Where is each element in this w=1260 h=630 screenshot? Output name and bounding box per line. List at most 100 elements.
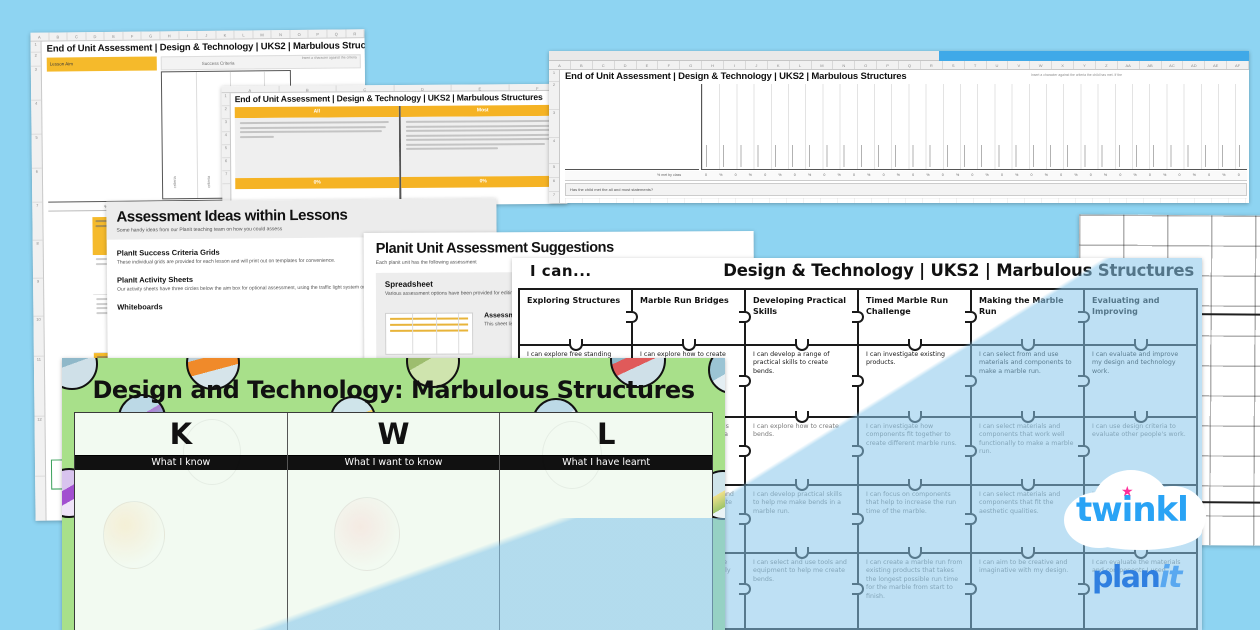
kwl-letter: W xyxy=(377,417,410,451)
puzzle-column-timed-marble-run-challenge[interactable]: Timed Marble Run Challenge I can investi… xyxy=(859,290,977,628)
col-letter: O xyxy=(290,29,309,39)
puzzle-heading: Developing Practical Skills xyxy=(753,296,847,316)
puzzle-statement-cell: I can select and use tools and equipment… xyxy=(746,554,864,624)
puzzle-column-developing-practical-skills[interactable]: Developing Practical Skills I can develo… xyxy=(746,290,864,628)
kwl-table: K What I know W What I want to know L Wh… xyxy=(74,412,713,630)
puzzle-heading-cell: Timed Marble Run Challenge xyxy=(859,290,977,351)
doc3-aim-area xyxy=(565,84,699,170)
kwl-caption: What I want to know xyxy=(287,455,500,470)
col-letter: G xyxy=(141,31,161,40)
col-letter: K xyxy=(216,30,235,39)
planit-plan-text: plan xyxy=(1092,560,1161,595)
col-letter: H xyxy=(160,31,180,40)
puzzle-statement-cell: I can develop practical skills to help m… xyxy=(746,486,864,559)
criteria-column-all: All 0% xyxy=(234,105,402,207)
puzzle-statement: I can investigate existing products. xyxy=(866,351,945,367)
puzzle-heading: Exploring Structures xyxy=(527,296,621,305)
puzzle-statement-cell: I can develop a range of practical skill… xyxy=(746,346,864,423)
puzzle-statement-cell: I can explore how to create bends. xyxy=(746,418,864,491)
brand-logos: twinkl ★ planit xyxy=(1064,466,1254,626)
doc2-title: End of Unit Assessment | Design & Techno… xyxy=(234,91,543,105)
puzzle-statement: I can explore how to create bends. xyxy=(753,423,839,439)
col-letter: E xyxy=(104,31,124,40)
col-letter: B xyxy=(49,32,68,41)
puzzle-heading-cell: Exploring Structures xyxy=(520,290,638,351)
puzzle-statement-cell: I can investigate existing products. xyxy=(859,346,977,423)
puzzle-statement: I can focus on components that help to i… xyxy=(866,491,957,515)
criteria-column-most: Most 0% xyxy=(400,104,566,205)
puzzle-statement-cell: I can evaluate and improve my design and… xyxy=(1085,346,1196,423)
col-letter: P xyxy=(308,29,328,38)
puzzle-heading-cell: Making the Marble Run xyxy=(972,290,1090,351)
criteria-all-body xyxy=(234,116,400,179)
puzzle-heading: Evaluating and Improving xyxy=(1092,296,1160,316)
puzzle-statement: I can create a marble run from existing … xyxy=(866,559,963,600)
unit-suggestions-title: Planit Unit Assessment Suggestions xyxy=(375,239,614,257)
col-letter: M xyxy=(253,30,272,39)
col-letter: I xyxy=(178,31,198,40)
document-kwl-chart[interactable]: Design and Technology: Marbulous Structu… xyxy=(62,358,725,630)
puzzle-heading-cell: Evaluating and Improving xyxy=(1085,290,1196,351)
doc3-lower-grid xyxy=(565,198,1247,203)
puzzle-statement-cell: I can create a marble run from existing … xyxy=(859,554,977,624)
col-letter: A xyxy=(30,32,50,41)
doc3-hint: Insert a character against the criteria … xyxy=(1031,73,1123,77)
criteria-most-percent: 0% xyxy=(401,175,566,188)
assessment-ideas-title: Assessment Ideas within Lessons xyxy=(116,206,348,226)
col-letter: F xyxy=(123,31,142,40)
puzzle-statement: I can investigate how components fit tog… xyxy=(866,423,957,447)
cloud-shape xyxy=(1064,466,1214,550)
planit-logo[interactable]: planit xyxy=(1092,560,1182,595)
i-can-unit-title: Design & Technology | UKS2 | Marbulous S… xyxy=(723,261,1194,280)
puzzle-heading-cell: Marble Run Bridges xyxy=(633,290,751,351)
puzzle-statement: I can use design criteria to evaluate ot… xyxy=(1092,423,1186,439)
doc1-title: End of Unit Assessment | Design & Techno… xyxy=(46,40,370,55)
kwl-caption: What I know xyxy=(75,455,287,470)
puzzle-statement: I can evaluate and improve my design and… xyxy=(1092,351,1179,375)
kwl-column-l[interactable]: L What I have learnt xyxy=(500,413,713,630)
kwl-write-area[interactable] xyxy=(288,471,500,630)
criteria-most-body xyxy=(400,115,566,177)
col-letter: C xyxy=(67,32,87,41)
col-letter: N xyxy=(271,30,291,39)
star-icon: ★ xyxy=(1121,483,1134,499)
puzzle-statement-cell: I can select from and use materials and … xyxy=(972,346,1090,423)
kwl-write-area[interactable] xyxy=(500,421,712,630)
kwl-letter: K xyxy=(169,417,193,451)
criteria-all-percent: 0% xyxy=(235,176,400,190)
doc3-title: End of Unit Assessment | Design & Techno… xyxy=(565,71,907,82)
kwl-column-w[interactable]: W What I want to know xyxy=(287,413,501,630)
doc3-question-row: Has the child met the all and most state… xyxy=(565,183,1247,196)
puzzle-statement: I can aim to be creative and imaginative… xyxy=(979,559,1069,575)
planit-it-text: it xyxy=(1159,560,1182,595)
puzzle-statement-cell: I can focus on components that help to i… xyxy=(859,486,977,559)
puzzle-statement: I can select materials and components th… xyxy=(979,491,1061,515)
kwl-caption: What I have learnt xyxy=(500,455,713,470)
puzzle-statement: I can select and use tools and equipment… xyxy=(753,559,847,583)
puzzle-heading: Marble Run Bridges xyxy=(640,296,729,305)
mini-spreadsheet-thumb xyxy=(385,312,474,355)
puzzle-statement: I can select from and use materials and … xyxy=(979,351,1072,375)
i-can-header: I can... Design & Technology | UKS2 | Ma… xyxy=(512,258,1202,288)
doc1-hint: Insert a character against the criteria xyxy=(301,55,357,60)
puzzle-heading: Timed Marble Run Challenge xyxy=(866,296,949,316)
twinkl-logo[interactable]: twinkl xyxy=(1076,490,1189,530)
puzzle-statement: I can select materials and components th… xyxy=(979,423,1074,456)
kwl-column-k[interactable]: K What I know xyxy=(75,413,288,630)
col-letter: Q xyxy=(327,29,347,38)
puzzle-statement: I can develop a range of practical skill… xyxy=(753,351,830,375)
doc1-lesson-aim-header: Lesson Aim xyxy=(46,56,157,72)
puzzle-heading: Making the Marble Run xyxy=(979,296,1064,316)
doc3-titlebar xyxy=(549,51,1249,61)
col-letter: R xyxy=(345,29,365,38)
puzzle-statement-cell: I can investigate how components fit tog… xyxy=(859,418,977,491)
kwl-title: Design and Technology: Marbulous Structu… xyxy=(92,376,695,404)
kwl-write-area[interactable] xyxy=(75,419,287,630)
col-letter: D xyxy=(86,31,105,41)
puzzle-heading-cell: Developing Practical Skills xyxy=(746,290,864,351)
